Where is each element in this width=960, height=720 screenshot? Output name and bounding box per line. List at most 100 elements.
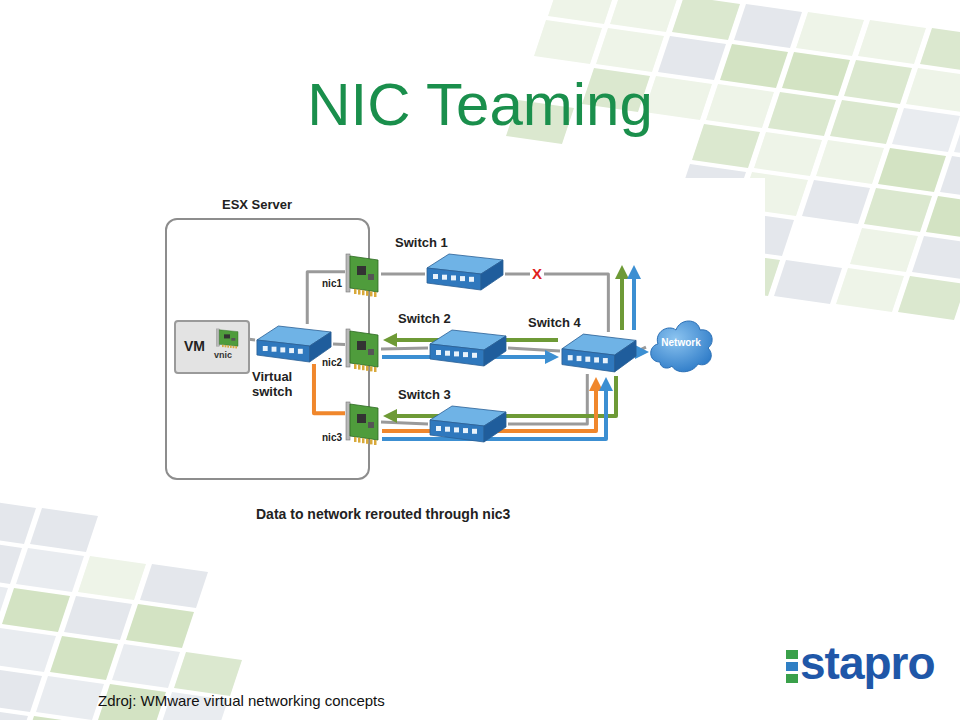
background-tile: [816, 140, 884, 184]
slide-title: NIC Teaming: [0, 70, 960, 139]
switch-icon: [425, 252, 505, 292]
background-tile: [926, 196, 960, 240]
diagram-panel: [150, 178, 765, 543]
background-tile: [878, 148, 946, 192]
background-tile: [0, 628, 56, 672]
node-label: Network: [661, 337, 700, 349]
network-link: [381, 273, 425, 276]
background-tile: [0, 668, 42, 712]
physical-switch: Switch 2: [428, 328, 508, 368]
background-tile: [782, 52, 850, 96]
background-tile: [658, 36, 726, 80]
background-tile: [774, 260, 842, 304]
background-tile: [140, 564, 208, 608]
background-tile: [802, 180, 870, 224]
background-tile: [906, 68, 960, 112]
network-link: [314, 364, 345, 413]
link-failure-mark: X: [530, 265, 544, 282]
background-tile: [548, 0, 616, 24]
vnic-card: vnic: [216, 328, 240, 348]
background-tile: [796, 12, 864, 56]
background-tile: [64, 596, 132, 640]
background-tile: [126, 604, 194, 648]
background-tile: [692, 124, 760, 168]
node-label: vnic: [214, 350, 232, 360]
switch-icon: [560, 332, 638, 374]
background-tile: [50, 636, 118, 680]
switch-icon: [255, 324, 333, 364]
nic-card: nic3: [345, 400, 381, 444]
nic-card-icon: [345, 400, 381, 444]
background-tile: [0, 708, 28, 720]
background-tile: [596, 28, 664, 72]
background-tile: [16, 548, 84, 592]
node-label: Virtual switch: [252, 370, 306, 400]
nic-card-icon: [216, 328, 240, 348]
background-tile: [864, 188, 932, 232]
network-link: [307, 272, 345, 324]
background-tile: [898, 276, 960, 320]
nic-card: nic1: [345, 252, 381, 296]
background-tile: [720, 44, 788, 88]
network-link: [381, 422, 428, 424]
background-tile: [844, 60, 912, 104]
nic-card-icon: [345, 327, 381, 371]
background-tile: [2, 588, 70, 632]
physical-switch: Switch 1: [425, 252, 505, 292]
background-tile: [22, 716, 90, 720]
background-tile: [920, 28, 960, 72]
background-tile: [36, 676, 104, 720]
background-tile: [734, 4, 802, 48]
nic-card-icon: [345, 252, 381, 296]
background-tile: [768, 92, 836, 136]
network-link: [381, 348, 428, 349]
node-label: VM: [184, 338, 205, 354]
background-tile: [644, 76, 712, 120]
server-heading: ESX Server: [222, 198, 292, 213]
background-tile: [836, 268, 904, 312]
background-tile: [30, 508, 98, 552]
company-logo: stapro: [800, 636, 935, 690]
background-tile: [850, 228, 918, 272]
background-tile: [940, 156, 960, 200]
node-label: nic1: [322, 278, 342, 290]
network-link: [333, 343, 345, 347]
nic-card: nic2: [345, 327, 381, 371]
switch-icon: [428, 328, 508, 368]
background-tile: [858, 20, 926, 64]
network-link: [508, 348, 560, 351]
background-tile: [672, 0, 740, 40]
background-tile: [112, 644, 180, 688]
background-tile: [954, 116, 960, 160]
node-label: Switch 3: [398, 388, 451, 403]
source-note: Zdroj: WMware virtual networking concept…: [98, 692, 385, 709]
background-tile: [706, 84, 774, 128]
network-cloud: Network: [646, 312, 716, 376]
switch-icon: [428, 404, 508, 444]
background-tile: [892, 108, 960, 152]
physical-switch: Switch 3: [428, 404, 508, 444]
figure-caption: Data to network rerouted through nic3: [256, 506, 510, 522]
logo-mark: [786, 650, 798, 683]
background-tile: [754, 132, 822, 176]
server-box: ESX ServerVMvnicVirtual switchnic1nic2ni…: [165, 218, 370, 480]
node-label: Switch 1: [395, 236, 448, 251]
virtual-switch: Virtual switch: [255, 324, 333, 364]
background-tile: [610, 0, 678, 32]
node-label: nic2: [322, 357, 342, 369]
background-tile: [912, 236, 960, 280]
network-link: [505, 274, 608, 332]
background-tile: [78, 556, 146, 600]
flow-arrow: [390, 376, 616, 416]
flow-arrow: [632, 272, 636, 330]
node-label: Switch 4: [528, 316, 581, 331]
flow-arrow: [620, 272, 624, 330]
vm-box: VM vnic: [174, 320, 250, 374]
node-label: nic3: [322, 432, 342, 444]
flow-arrow: [638, 350, 642, 354]
physical-switch: Switch 4: [560, 332, 638, 374]
background-tile: [174, 652, 242, 696]
background-tile: [534, 20, 602, 64]
